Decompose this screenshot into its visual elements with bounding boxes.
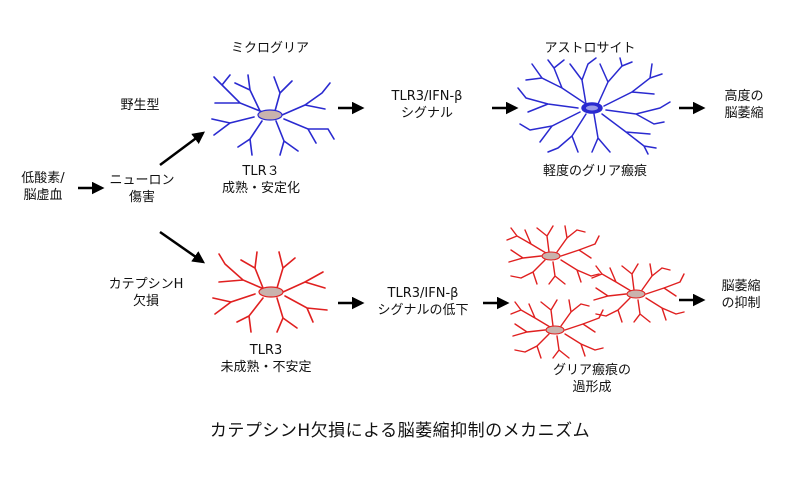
- label-tlr3-immature: TLR3 未成熟・不安定: [220, 343, 312, 375]
- arrow-neuron-to-microglia-top: [159, 131, 206, 167]
- label-cathepsin-ko: カテプシンH 欠損: [108, 277, 184, 309]
- microglia-knockout-image: [212, 251, 328, 333]
- label-wild-type: 野生型: [120, 98, 160, 113]
- label-astrocyte: アストロサイト: [544, 41, 636, 56]
- label-tlr3-mature: TLR３ 成熟・安定化: [221, 164, 300, 196]
- label-severe-atrophy: 高度の 脳萎縮: [724, 89, 764, 121]
- label-atrophy-suppressed: 脳萎縮 の抑制: [721, 279, 761, 311]
- label-tlr3-signal-top: TLR3/IFN-β シグナル: [391, 89, 463, 121]
- arrow-neuron-to-microglia-bottom: [159, 230, 206, 264]
- astrocyte-knockout-image-2: [591, 263, 685, 323]
- astrocyte-knockout-image-1: [506, 225, 600, 285]
- microglia-wildtype-image: [211, 74, 335, 156]
- label-tlr3-signal-low: TLR3/IFN-β シグナルの低下: [377, 286, 469, 318]
- label-hypoxia: 低酸素/ 脳虚血: [21, 171, 65, 203]
- label-gliosis-excess: グリア瘢痕の 過形成: [552, 363, 631, 395]
- diagram-caption: カテプシンH欠損による脳萎縮抑制のメカニズム: [209, 421, 591, 441]
- label-neuron-damage: ニューロン 傷害: [109, 173, 175, 205]
- label-mild-gliosis: 軽度のグリア瘢痕: [542, 164, 647, 179]
- astrocyte-wildtype-image: [517, 57, 671, 155]
- label-microglia: ミクログリア: [230, 41, 309, 56]
- astrocyte-knockout-image-3: [510, 299, 604, 359]
